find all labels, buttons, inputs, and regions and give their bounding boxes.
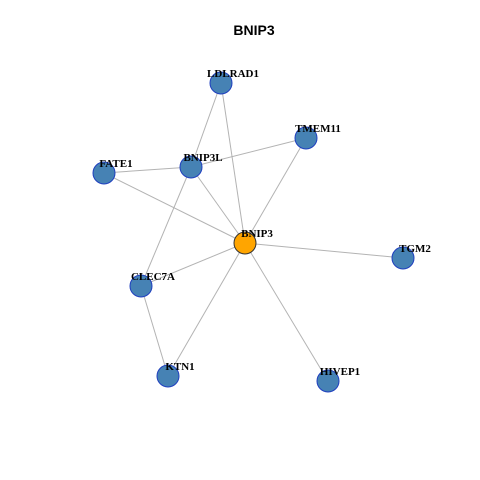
edge-fate1-bnip3: [103, 172, 246, 244]
edge-bnip3-ktn1: [167, 242, 246, 377]
node-tgm2: [391, 246, 415, 270]
edge-bnip3-clec7a: [140, 242, 246, 287]
edge-bnip3l-bnip3: [190, 166, 246, 244]
node-bnip3: [233, 231, 257, 255]
diagram-title: BNIP3: [233, 22, 274, 38]
node-tmem11: [294, 126, 318, 150]
node-ldlrad1: [209, 71, 233, 95]
edge-tmem11-bnip3l: [190, 137, 307, 168]
node-fate1: [92, 161, 116, 185]
node-label-tgm2: TGM2: [399, 243, 431, 255]
edge-bnip3l-clec7a: [140, 166, 192, 287]
node-bnip3l: [179, 155, 203, 179]
node-clec7a: [129, 274, 153, 298]
edge-layer: [103, 82, 404, 382]
node-label-tmem11: TMEM11: [295, 123, 341, 135]
node-label-bnip3l: BNIP3L: [183, 152, 222, 164]
edge-bnip3-hivep1: [244, 242, 329, 382]
edge-clec7a-ktn1: [140, 285, 169, 377]
node-hivep1: [316, 369, 340, 393]
edge-bnip3-tgm2: [244, 242, 404, 259]
node-ktn1: [156, 364, 180, 388]
node-label-ktn1: KTN1: [165, 361, 194, 373]
node-label-hivep1: HIVEP1: [320, 366, 360, 378]
node-layer: [92, 71, 415, 393]
node-label-clec7a: CLEC7A: [131, 271, 175, 283]
node-label-fate1: FATE1: [99, 158, 132, 170]
node-label-ldlrad1: LDLRAD1: [207, 68, 259, 80]
edge-ldlrad1-bnip3: [220, 82, 246, 244]
edge-ldlrad1-bnip3l: [190, 82, 222, 168]
node-label-bnip3: BNIP3: [241, 228, 273, 240]
edge-tmem11-bnip3: [244, 137, 307, 244]
edge-fate1-bnip3l: [103, 166, 192, 174]
